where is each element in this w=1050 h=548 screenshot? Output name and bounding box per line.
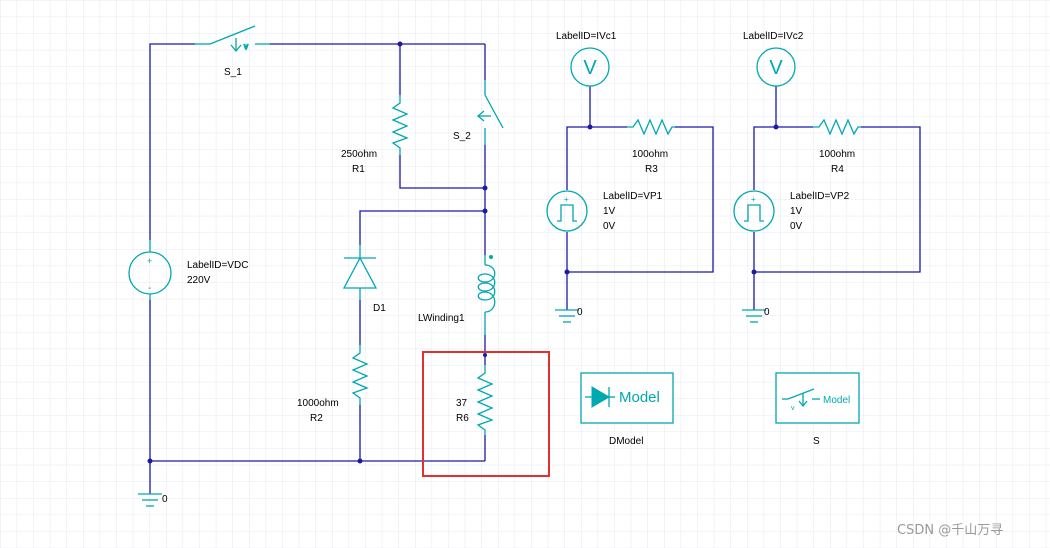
resistor-r4[interactable]: 100ohm R4 — [813, 118, 861, 175]
dmodel-block[interactable]: Model DModel — [580, 372, 674, 447]
resistor-r6[interactable]: 37 R6 — [456, 365, 494, 435]
pulse-source-vp1[interactable]: + LabelID=VP1 1V 0V — [546, 190, 663, 232]
ground-1: 0 — [555, 307, 583, 323]
resistor-r2[interactable]: 1000ohm R2 — [297, 345, 369, 424]
watermark: CSDN @千山万寻 — [897, 523, 1003, 538]
subcircuit-2-wires — [751, 86, 921, 310]
svg-text:+: + — [147, 256, 152, 266]
ground-1-label: 0 — [577, 307, 583, 318]
vdc-label-id: LabelID=VDC — [187, 260, 248, 271]
r6-name-label: R6 — [456, 413, 469, 424]
dmodel-box-text: Model — [619, 389, 660, 406]
voltmeter-ivc2[interactable]: V LabelID=IVc2 — [743, 31, 804, 87]
vp1-label-id: LabelID=VP1 — [603, 191, 663, 202]
smodel-name-label: S — [813, 436, 820, 447]
switch-model-block[interactable]: v Model S — [775, 372, 860, 447]
lwinding1-name-label: LWinding1 — [418, 313, 465, 324]
r1-value-label: 250ohm — [341, 149, 377, 160]
d1-name-label: D1 — [373, 303, 386, 314]
svg-text:v: v — [244, 42, 248, 51]
ivc2-label-id: LabelID=IVc2 — [743, 31, 804, 42]
svg-text:v: v — [791, 405, 795, 412]
ground-2-label: 0 — [764, 307, 770, 318]
vp1-high: 1V — [603, 206, 616, 217]
ground-main-label: 0 — [162, 494, 168, 505]
ground-2: 0 — [742, 307, 770, 323]
vp2-label-id: LabelID=VP2 — [790, 191, 850, 202]
switch-s1[interactable]: v S_1 — [195, 25, 270, 78]
vp2-high: 1V — [790, 206, 803, 217]
voltmeter-ivc1[interactable]: V LabelID=IVc1 — [556, 31, 617, 87]
s1-name-label: S_1 — [224, 67, 242, 78]
s2-name-label: S_2 — [453, 131, 471, 142]
vp1-low: 0V — [603, 221, 616, 232]
r3-name-label: R3 — [645, 164, 658, 175]
highlight-box — [422, 351, 550, 477]
svg-text:-: - — [148, 283, 151, 294]
smodel-box-text: Model — [823, 395, 850, 406]
ivc1-label-id: LabelID=IVc1 — [556, 31, 617, 42]
pulse-source-vp2[interactable]: + LabelID=VP2 1V 0V — [733, 190, 850, 232]
resistor-r3[interactable]: 100ohm R3 — [627, 118, 675, 175]
r4-name-label: R4 — [831, 164, 844, 175]
main-junction-dots — [147, 41, 488, 464]
diode-d1[interactable]: D1 — [342, 245, 386, 314]
ground-main: 0 — [138, 493, 168, 507]
svg-text:+: + — [751, 195, 756, 204]
switch-s2[interactable]: S_2 — [453, 80, 504, 145]
svg-text:+: + — [564, 195, 569, 204]
r6-value-label: 37 — [456, 398, 468, 409]
vdc-value: 220V — [187, 275, 211, 286]
resistor-r1[interactable]: 250ohm R1 — [341, 95, 409, 175]
ivc2-symbol: V — [769, 57, 783, 79]
inductor-lwinding1[interactable]: LWinding1 — [418, 255, 496, 335]
r3-value-label: 100ohm — [632, 149, 668, 160]
r1-name-label: R1 — [352, 164, 365, 175]
r2-value-label: 1000ohm — [297, 398, 339, 409]
dc-source-vdc[interactable]: + - LabelID=VDC 220V — [128, 240, 248, 300]
main-circuit-wires — [149, 43, 486, 494]
vp2-low: 0V — [790, 221, 803, 232]
r2-name-label: R2 — [310, 413, 323, 424]
r4-value-label: 100ohm — [819, 149, 855, 160]
dmodel-name-label: DModel — [609, 436, 643, 447]
ivc1-symbol: V — [583, 57, 597, 79]
subcircuit-1-wires — [564, 86, 714, 310]
